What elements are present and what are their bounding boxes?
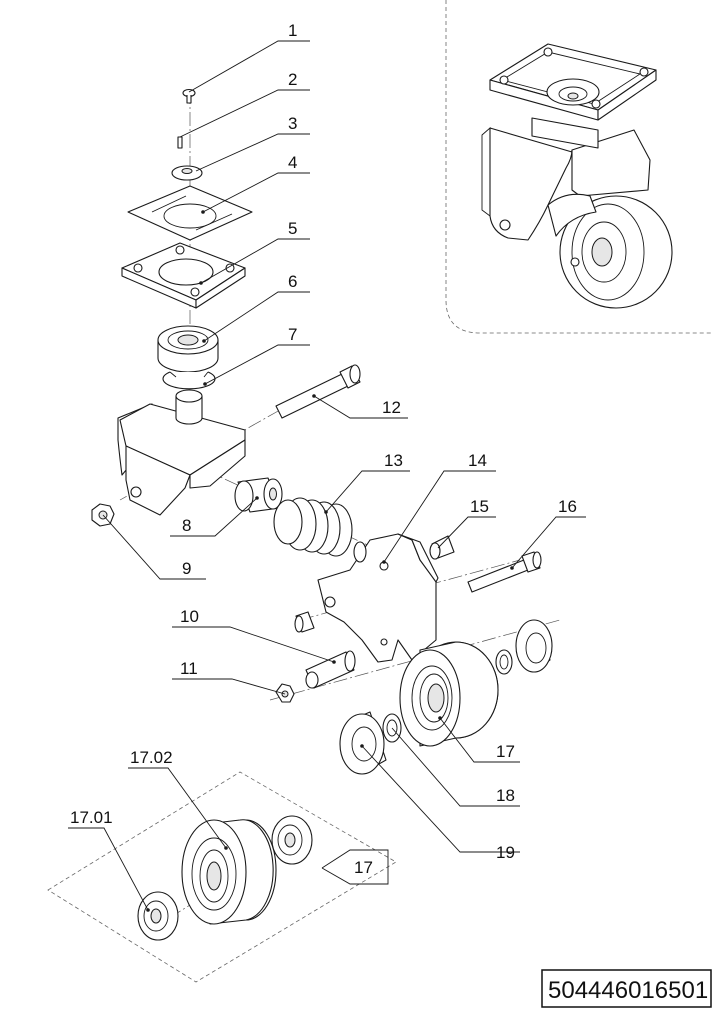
callout-13: 13 xyxy=(384,451,403,470)
part-17-02-wheel xyxy=(181,819,277,925)
callout-2: 2 xyxy=(288,70,297,89)
callout-5: 5 xyxy=(288,219,297,238)
callout-6: 6 xyxy=(288,272,297,291)
callout-3: 3 xyxy=(288,114,297,133)
part-7-circlip xyxy=(162,371,216,390)
part-number: 504446016501 xyxy=(548,977,708,1004)
part-16-axle-bolt xyxy=(467,551,542,593)
assembled-caster-view xyxy=(481,43,673,309)
part-2-pin xyxy=(177,136,183,149)
callout-16: 16 xyxy=(558,497,577,516)
callout-10: 10 xyxy=(180,607,199,626)
swivel-fork-housing xyxy=(117,389,246,516)
part-12-bolt xyxy=(275,364,361,419)
wheel-cover-right xyxy=(515,619,553,673)
callout-17-01: 17.01 xyxy=(70,808,113,827)
leader-lines xyxy=(68,40,586,911)
callout-17-02: 17.02 xyxy=(130,748,173,767)
callout-18: 18 xyxy=(496,786,515,805)
callout-14: 14 xyxy=(468,451,487,470)
callout-15: 15 xyxy=(470,497,489,516)
callout-8: 8 xyxy=(182,516,191,535)
callout-17: 17 xyxy=(496,742,515,761)
callout-labels: 1 2 3 4 5 6 7 8 9 10 11 12 13 14 15 16 1… xyxy=(70,21,577,877)
part-8-spacer xyxy=(234,477,283,513)
callout-1: 1 xyxy=(288,21,297,40)
callout-7: 7 xyxy=(288,325,297,344)
part-1-screw xyxy=(182,88,196,104)
kit-bearing-right xyxy=(271,815,313,865)
part-15-bush xyxy=(429,535,455,560)
part-3-washer xyxy=(171,165,203,181)
wheel-seal-right xyxy=(495,649,513,675)
callout-11: 11 xyxy=(180,659,198,678)
part-13-buffer xyxy=(273,497,353,557)
part-5-top-plate xyxy=(121,242,246,309)
wheel-kit-outline xyxy=(47,771,397,983)
callout-9: 9 xyxy=(182,559,191,578)
arm-bush-left xyxy=(294,611,315,633)
part-number-box: 504446016501 xyxy=(541,969,712,1008)
part-17-wheel xyxy=(399,641,499,747)
callout-4: 4 xyxy=(288,153,297,172)
part-4-cover-plate xyxy=(127,185,253,241)
part-17-01-bearing xyxy=(137,891,179,941)
part-6-bearing xyxy=(157,325,219,373)
callout-17-kit: 17 xyxy=(354,858,373,877)
callout-19: 19 xyxy=(496,843,515,862)
sleeve-spacer xyxy=(305,671,319,689)
part-11-nut xyxy=(275,683,295,703)
callout-12: 12 xyxy=(382,398,401,417)
